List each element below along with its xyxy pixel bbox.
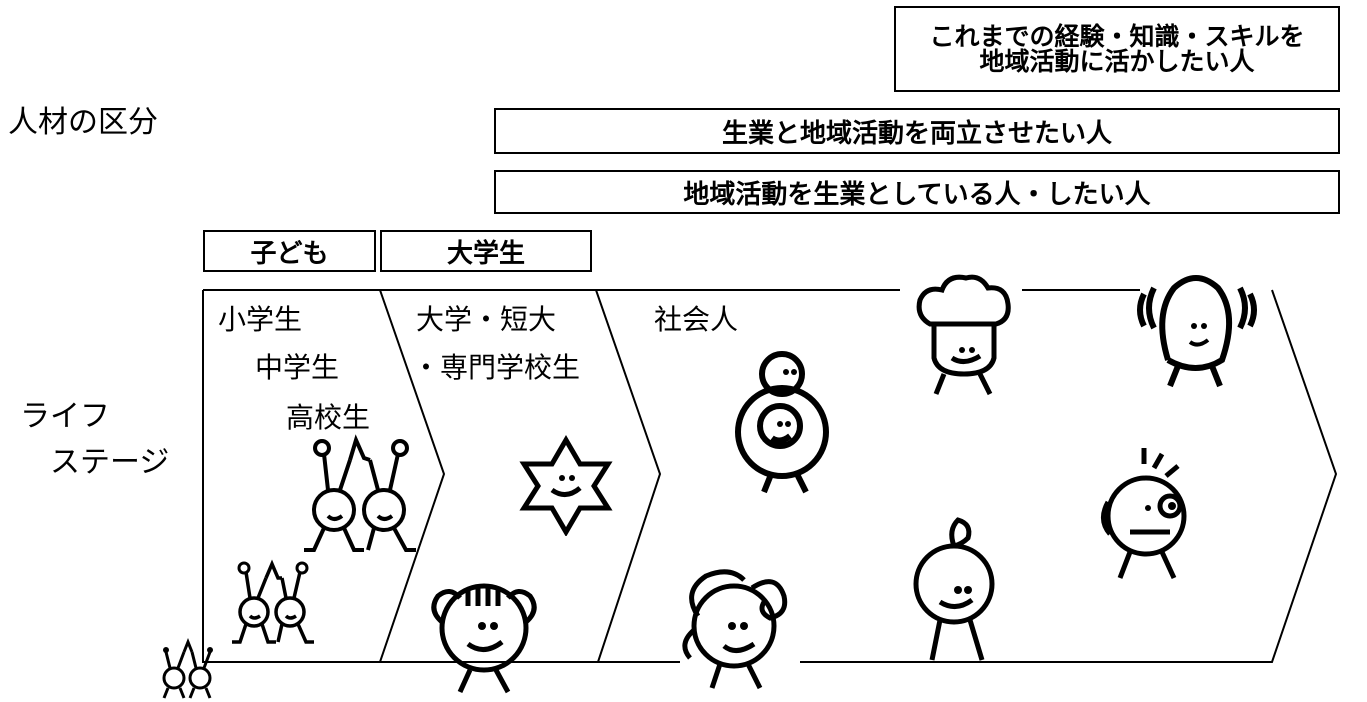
chef-character: [916, 274, 1011, 396]
category-experience-line1: これまでの経験・知識・スキルを: [929, 21, 1305, 51]
stage-school-high: 高校生: [286, 401, 371, 434]
personnel-category-label: 人材の区分: [8, 105, 158, 140]
stage-school-elementary: 小学生: [218, 303, 303, 336]
antenna-duo-small-character: [232, 559, 314, 644]
star-character: [519, 435, 613, 536]
stage-school-chevron: [202, 289, 446, 663]
curly-hair-character: [431, 583, 537, 694]
stage-college-chevron: [380, 289, 662, 663]
life-stage-label-line1: ライフ: [20, 399, 110, 434]
ring-character: [735, 351, 829, 494]
category-child-box: 子ども: [203, 230, 376, 272]
stage-school-junior-high: 中学生: [255, 351, 340, 384]
life-stage-label-line2: ステージ: [50, 445, 170, 480]
category-livelihood-box: 地域活動を生業としている人・したい人: [494, 170, 1340, 214]
antenna-duo-large-character: [304, 434, 416, 552]
category-balance-box: 生業と地域活動を両立させたい人: [494, 108, 1340, 154]
category-experience-line2: 地域活動に活かしたい人: [979, 47, 1255, 76]
stage-college-line2: ・専門学校生: [412, 351, 581, 384]
stage-adult-arrow-head: [800, 289, 1338, 663]
antenna-duo-tiny-character: [162, 637, 213, 699]
category-university-box: 大学生: [380, 230, 592, 272]
category-experience-box: これまでの経験・知識・スキルを 地域活動に活かしたい人: [894, 6, 1340, 92]
stage-adult: 社会人: [654, 303, 739, 336]
bald-shaking-character: [1137, 275, 1257, 388]
stage-college-line1: 大学・短大: [416, 303, 557, 336]
sweating-character: [1101, 448, 1187, 580]
leaf-character: [913, 517, 995, 661]
swirl-hair-character: [682, 569, 788, 690]
